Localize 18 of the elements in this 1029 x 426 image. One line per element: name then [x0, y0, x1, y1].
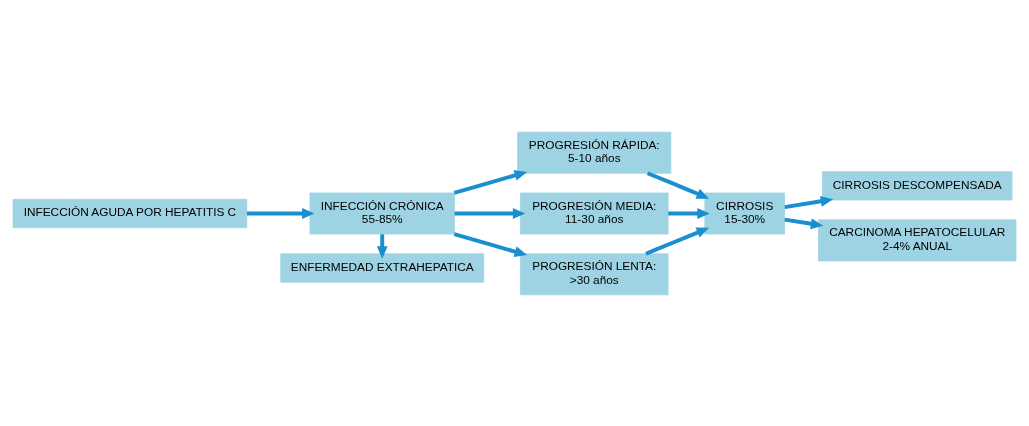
node-box: INFECCIÓN AGUDA POR HEPATITIS C	[12, 198, 248, 228]
arrow	[453, 169, 528, 195]
arrow	[246, 207, 315, 219]
node-box: ENFERMEDAD EXTRAHEPATICA	[280, 252, 485, 283]
node-box: PROGRESIÓN MEDIA: 11-30 años	[520, 192, 669, 234]
arrow	[645, 227, 710, 256]
node-box: INFECCIÓN CRÓNICA 55-85%	[309, 192, 455, 234]
node-box: PROGRESIÓN RÁPIDA: 5-10 años	[517, 131, 672, 174]
node-box: CIRROSIS DESCOMPENSADA	[822, 170, 1013, 200]
node-box: CARCINOMA HEPATOCELULAR 2-4% ANUAL	[818, 218, 1017, 261]
node-box: CIRROSIS 15-30%	[704, 192, 785, 234]
arrow	[784, 195, 834, 209]
arrow	[454, 207, 526, 219]
arrow	[668, 207, 710, 219]
arrow	[453, 231, 528, 257]
node-box: PROGRESIÓN LENTA: >30 años	[520, 252, 669, 295]
arrow	[784, 217, 824, 229]
arrow	[646, 170, 710, 199]
